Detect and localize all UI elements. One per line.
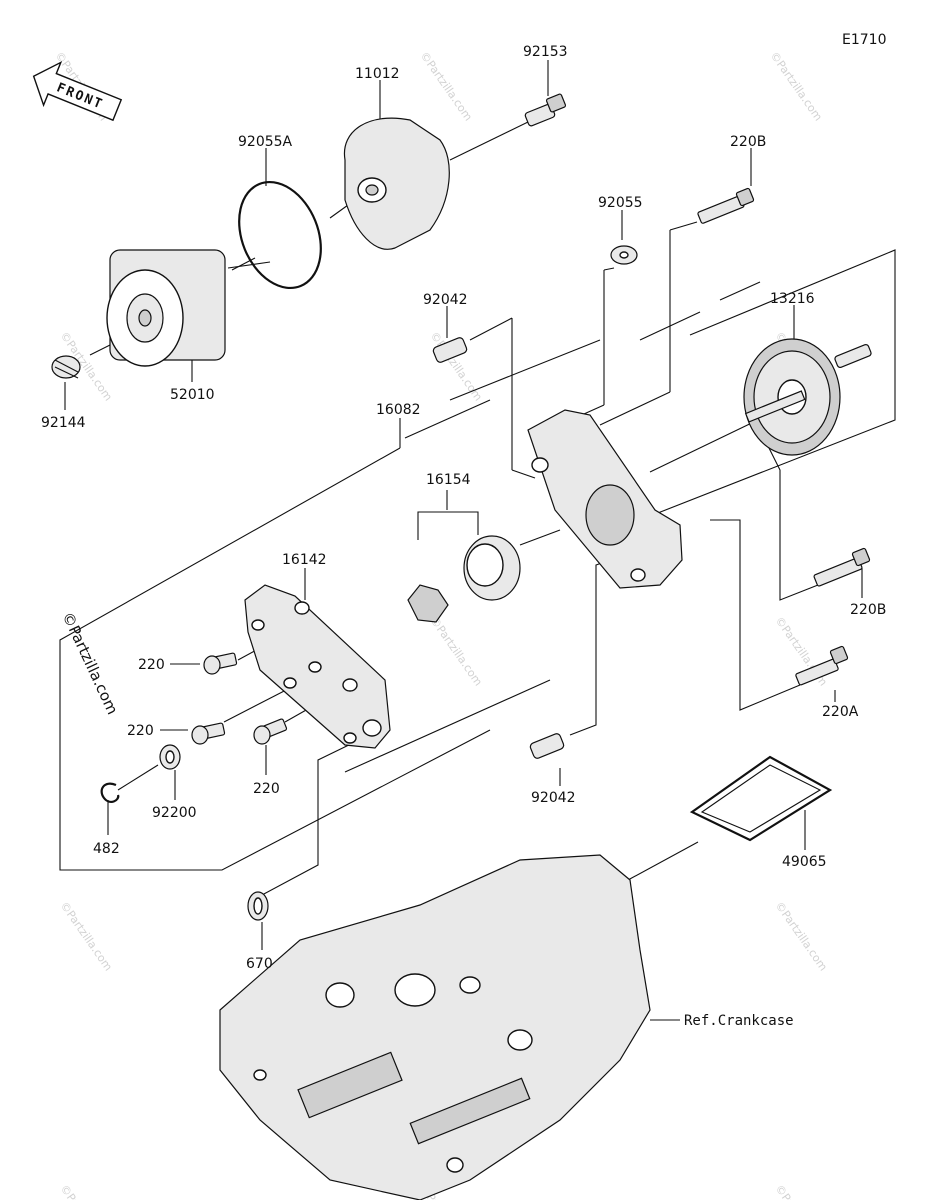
vertical-watermark: ©Partzilla.com: [58, 609, 121, 717]
part-labels: 92153 11012 92055A 220B 92055 92042 1321…: [41, 44, 886, 1029]
crankcase: [219, 854, 651, 1200]
oil-pump-gear-shaft: [743, 338, 872, 456]
inner-rotor: [407, 584, 449, 623]
label-220-b: 220: [127, 723, 154, 739]
washer-92200: [159, 744, 181, 770]
label-220B-bottom: 220B: [850, 602, 886, 618]
label-52010: 52010: [170, 387, 215, 403]
label-670: 670: [246, 956, 273, 972]
label-ref-crankcase: Ref.Crankcase: [684, 1013, 794, 1029]
label-16154: 16154: [426, 472, 471, 488]
bolt-220A: [795, 645, 849, 686]
screw-220-a: [203, 652, 238, 675]
label-49065: 49065: [782, 854, 827, 870]
watermark: ©Partzilla.com: [773, 1182, 830, 1200]
gasket-49065: [689, 755, 833, 842]
label-92042-bottom: 92042: [531, 790, 576, 806]
watermark: ©Partzilla.com: [418, 49, 475, 123]
label-16142: 16142: [282, 552, 327, 568]
label-220-a: 220: [138, 657, 165, 673]
washer-92055: [610, 245, 638, 265]
dowel-pin-bottom: [529, 733, 565, 759]
label-92042-top: 92042: [423, 292, 468, 308]
label-11012: 11012: [355, 66, 400, 82]
watermark: ©Partzilla.com: [58, 899, 115, 973]
filter-spring: [51, 355, 81, 379]
label-220B-top: 220B: [730, 134, 766, 150]
screw-220-c: [253, 718, 288, 745]
label-220A: 220A: [822, 704, 859, 720]
bolt-220B-bottom: [813, 547, 871, 587]
outer-rotor: [463, 535, 521, 601]
label-92200: 92200: [152, 805, 197, 821]
screw-220-b: [191, 722, 226, 745]
circlip-482: [100, 782, 120, 803]
label-13216: 13216: [770, 291, 815, 307]
label-92055A: 92055A: [238, 134, 293, 150]
oil-pump-body: [527, 409, 683, 589]
watermark: ©Partzilla.com: [428, 614, 485, 688]
o-ring-670: [247, 891, 269, 921]
label-92144: 92144: [41, 415, 86, 431]
diagram-code: E1710: [842, 32, 886, 48]
dowel-pin-top: [432, 337, 468, 363]
label-92153: 92153: [523, 44, 568, 60]
label-482: 482: [93, 841, 120, 857]
label-220-c: 220: [253, 781, 280, 797]
pump-plate: [244, 584, 391, 749]
watermark: ©Partzilla.com: [773, 899, 830, 973]
watermark: ©Partzilla.com: [768, 49, 825, 123]
oil-filter: [106, 249, 226, 367]
filter-o-ring: [238, 180, 322, 290]
watermark: ©Partzilla.com: [58, 1182, 115, 1200]
bolt-220B-top: [697, 187, 755, 224]
label-92055: 92055: [598, 195, 643, 211]
label-16082: 16082: [376, 402, 421, 418]
cover-bolt: [524, 93, 567, 127]
oil-filter-cover: [343, 117, 450, 250]
